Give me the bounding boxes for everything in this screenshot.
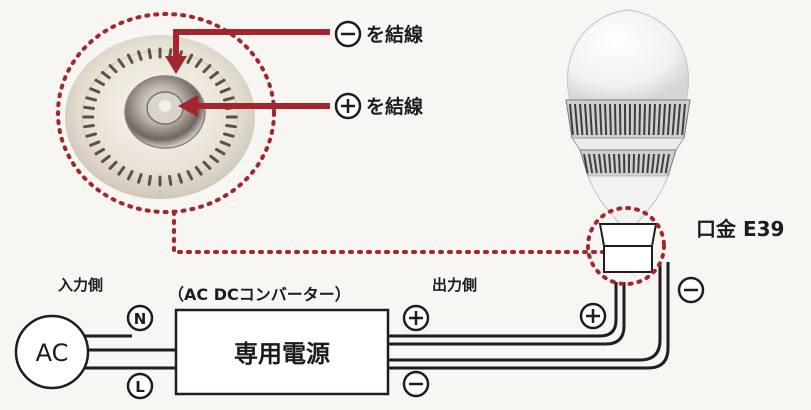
ac-source-label: AC	[36, 339, 69, 367]
terminal-n-label: N	[134, 310, 147, 328]
heatsink-fin	[619, 154, 620, 173]
socket-image	[65, 35, 255, 199]
terminal-l: L	[128, 374, 152, 398]
negative-connection-label-group: を結線	[336, 22, 423, 46]
power-supply: 専用電源	[176, 310, 388, 394]
wire-negative-2	[388, 262, 668, 368]
heatsink-fin	[638, 154, 639, 173]
positive-connection-label: を結線	[366, 95, 423, 118]
heatsink-fin	[600, 104, 601, 135]
heatsink-fin	[644, 104, 645, 135]
heatsink-fin	[649, 104, 650, 135]
terminal-n: N	[128, 306, 152, 330]
vent-slot	[149, 50, 150, 58]
negative-connection-label: を結線	[366, 23, 423, 46]
heatsink-fin	[610, 104, 611, 135]
vent-slot	[85, 126, 94, 127]
psu-minus-icon	[404, 372, 428, 396]
bulb-minus-icon	[679, 278, 703, 302]
positive-connection-label-group: を結線	[336, 94, 423, 118]
ac-source: AC	[16, 316, 88, 388]
highlight-connector-line	[174, 212, 608, 252]
vent-slot	[149, 176, 150, 184]
vent-slot	[85, 107, 94, 108]
led-bulb	[566, 10, 690, 272]
heatsink-fin	[615, 104, 616, 135]
heatsink-fin	[605, 104, 606, 135]
heatsink-fin	[643, 154, 644, 173]
heatsink-fin	[639, 104, 640, 135]
vent-slot	[170, 176, 171, 184]
psu-plus-icon	[404, 306, 428, 330]
bulb-plus-icon	[581, 304, 605, 328]
terminal-l-label: L	[135, 378, 145, 396]
heatsink-fin	[614, 154, 615, 173]
minus-circle-icon	[336, 22, 360, 46]
vent-slot	[227, 126, 236, 127]
converter-note: （AC DCコンバーター）	[168, 285, 351, 304]
plus-circle-icon	[336, 94, 360, 118]
input-side-label: 入力側	[58, 276, 103, 294]
heatsink-fin	[654, 104, 655, 135]
base-type-label: 口金 E39	[696, 217, 784, 241]
output-side-label: 出力側	[432, 276, 477, 294]
power-supply-label: 専用電源	[234, 340, 330, 368]
